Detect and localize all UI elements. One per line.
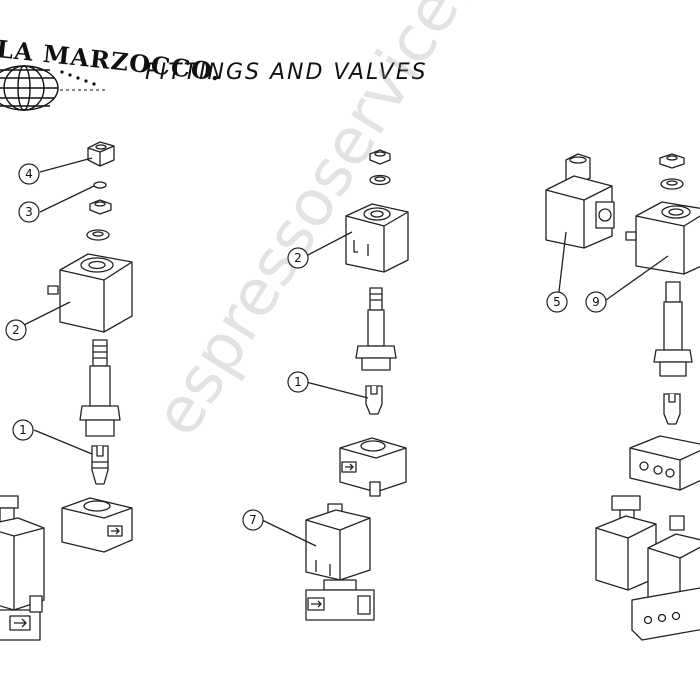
center-armature-tube	[355, 287, 397, 371]
armature-tube	[79, 339, 121, 437]
callout-5: 5	[546, 291, 568, 313]
callout-2-center: 2	[287, 247, 309, 269]
callout-9: 9	[585, 291, 607, 313]
center-assembled-valve	[305, 503, 375, 621]
small-washer	[93, 181, 107, 189]
svg-text:7: 7	[249, 513, 257, 527]
svg-text:4: 4	[25, 167, 33, 181]
plunger	[91, 445, 109, 485]
center-plunger	[365, 385, 383, 415]
svg-text:2: 2	[12, 323, 20, 337]
callout-7: 7	[242, 509, 264, 531]
assembled-valve	[0, 495, 45, 641]
svg-text:3: 3	[25, 205, 33, 219]
right-assembled-valves	[595, 495, 700, 641]
svg-text:1: 1	[294, 375, 302, 389]
right-nut	[659, 153, 685, 169]
callouts: 4 3 2 1 2 1 7	[5, 163, 607, 531]
diagram-title: FITTINGS AND VALVES	[145, 60, 428, 85]
right-washer	[660, 178, 684, 190]
right-armature-tube	[653, 281, 693, 377]
callout-4: 4	[18, 163, 40, 185]
flat-washer	[86, 229, 110, 241]
right-coil-with-nut	[545, 153, 615, 249]
callout-3: 3	[18, 201, 40, 223]
center-assembly	[305, 149, 409, 621]
leader-lines	[21, 157, 669, 547]
callout-2-left: 2	[5, 319, 27, 341]
brand-globe-logo	[0, 65, 106, 111]
solenoid-coil	[47, 253, 133, 333]
manifold-block	[629, 435, 700, 491]
center-valve-body	[339, 437, 407, 497]
svg-text:5: 5	[553, 295, 561, 309]
left-assembly	[0, 141, 133, 641]
center-coil	[345, 203, 409, 273]
callout-1-left: 1	[12, 419, 34, 441]
callout-1-center: 1	[287, 371, 309, 393]
right-coil	[625, 201, 700, 275]
svg-text:9: 9	[592, 295, 600, 309]
right-assembly	[545, 153, 700, 641]
svg-text:1: 1	[19, 423, 27, 437]
center-washer	[369, 174, 391, 186]
svg-text:2: 2	[294, 251, 302, 265]
valve-body	[61, 497, 133, 553]
lock-nut	[89, 199, 112, 215]
right-plunger	[663, 393, 681, 425]
hex-nut	[87, 141, 115, 167]
center-nut	[369, 149, 391, 165]
